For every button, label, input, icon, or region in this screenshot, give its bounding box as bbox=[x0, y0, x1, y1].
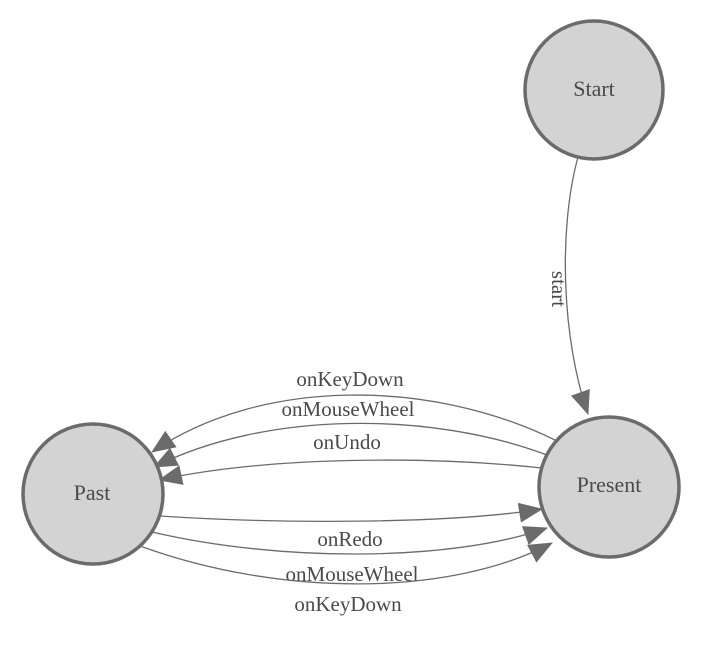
edges-layer: start onKeyDown onMouseWheel onUndo onRe… bbox=[139, 156, 590, 616]
edge-label-onkeydown-top: onKeyDown bbox=[296, 367, 404, 391]
node-label-present: Present bbox=[577, 472, 642, 497]
transition-edge-start-to-present bbox=[564, 156, 590, 415]
state-node-past[interactable]: Past bbox=[21, 422, 165, 566]
transition-edge-onredo-past-to-present bbox=[159, 502, 543, 523]
state-node-start[interactable]: Start bbox=[523, 19, 665, 161]
transition-edge-onkeydown-past-to-present bbox=[139, 542, 553, 585]
edge-label-onmousewheel-top: onMouseWheel bbox=[282, 397, 415, 421]
node-label-start: Start bbox=[573, 76, 615, 101]
nodes-layer: Start Past Present bbox=[21, 19, 681, 566]
edge-label-start: start bbox=[547, 271, 571, 307]
state-circle-start[interactable] bbox=[523, 19, 665, 161]
node-label-past: Past bbox=[74, 480, 111, 505]
transition-edge-onmousewheel-present-to-past bbox=[153, 422, 548, 468]
transition-edge-onmousewheel-past-to-present bbox=[151, 526, 548, 555]
edge-label-onredo: onRedo bbox=[317, 527, 382, 551]
state-node-present[interactable]: Present bbox=[537, 415, 681, 559]
state-circle-present[interactable] bbox=[537, 415, 681, 559]
edge-label-onundo: onUndo bbox=[313, 430, 381, 454]
edge-label-onkeydown-bottom: onKeyDown bbox=[294, 592, 402, 616]
transition-edge-onundo-present-to-past bbox=[158, 459, 543, 485]
state-circle-past[interactable] bbox=[21, 422, 165, 566]
transition-edge-onkeydown-present-to-past bbox=[151, 394, 558, 453]
